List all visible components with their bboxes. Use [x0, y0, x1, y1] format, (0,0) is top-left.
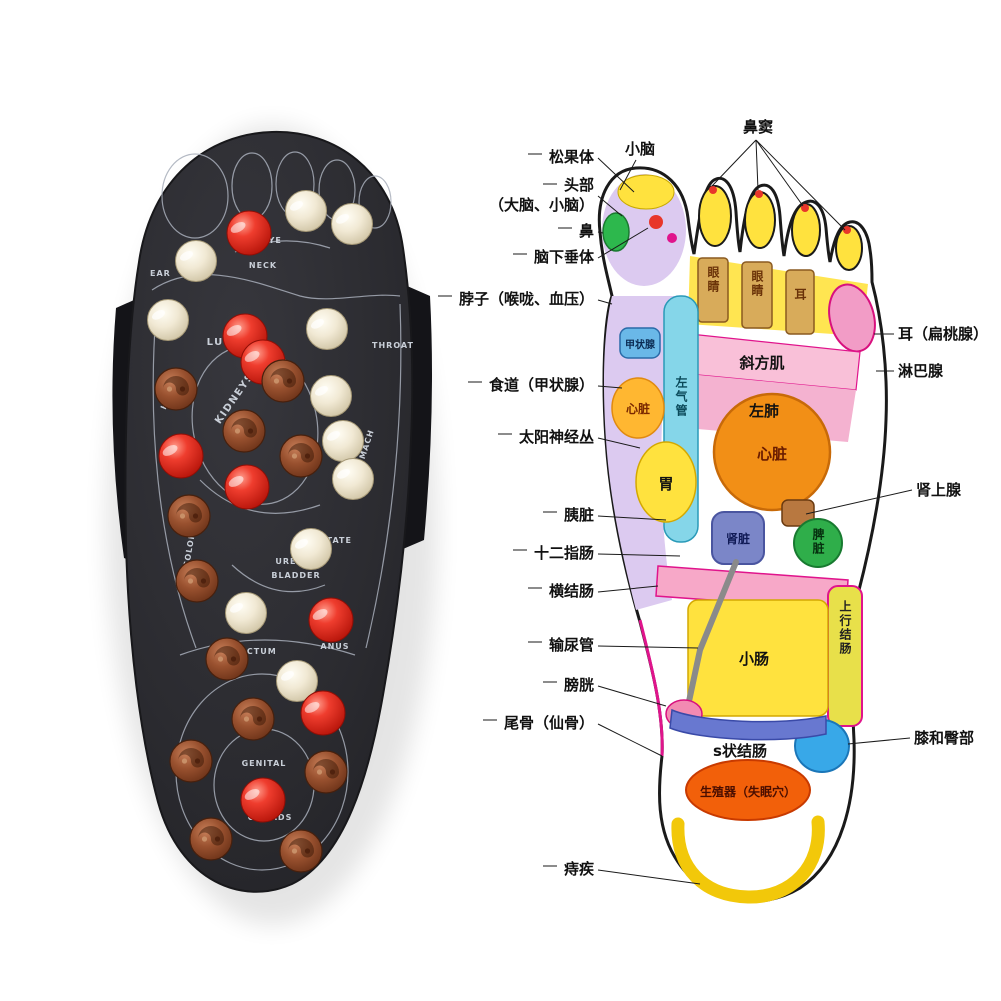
foot-chart: 眼睛 眼睛 耳 斜方肌 甲状腺 左气管 左肺 心脏 胃 心脏 肾脏 脾脏 小肠 … — [438, 118, 988, 904]
zone-label-heart-left: 心脏 — [626, 401, 650, 416]
label-genital: GENITAL — [242, 759, 287, 768]
foot-zone-labels: 眼睛 眼睛 耳 斜方肌 甲状腺 左气管 左肺 心脏 胃 心脏 肾脏 脾脏 小肠 … — [625, 266, 852, 799]
zone-ear-tonsil — [828, 283, 876, 353]
zone-eye-box-2 — [741, 261, 773, 329]
zone-adrenal — [781, 499, 815, 527]
zone-medial-column — [604, 296, 678, 610]
zone-spine-accent — [638, 619, 664, 757]
left-label-pineal: 松果体 — [549, 148, 595, 166]
left-label-neck: 脖子（喉咙、血压） — [459, 290, 594, 308]
left-label-duodenum: 十二指肠 — [534, 544, 594, 562]
zone-ear-box — [785, 269, 815, 335]
left-label-pituitary: 脑下垂体 — [534, 248, 595, 266]
left-label-hemorrhoids: 痔疾 — [564, 860, 595, 878]
label-anus: ANUS — [320, 642, 349, 651]
right-label-knee-hip: 膝和臀部 — [914, 729, 974, 747]
zone-spleen — [793, 518, 843, 568]
zone-label-stomach: 胃 — [658, 475, 673, 493]
left-label-ureter: 输尿管 — [549, 636, 594, 654]
zone-label-ascending-colon: 上行结肠 — [838, 599, 852, 656]
zone-bigtoe-pad — [617, 174, 675, 210]
zone-label-trachea: 左气管 — [674, 375, 688, 418]
label-rectum: RECTUM — [233, 647, 276, 656]
zone-label-eye1: 眼睛 — [706, 266, 720, 294]
zone-label-thyroid: 甲状腺 — [625, 338, 656, 351]
zone-label-heart-right: 心脏 — [757, 445, 787, 463]
top-label-cerebellum: 小脑 — [625, 140, 655, 158]
zone-bigtoe-dot — [667, 233, 677, 243]
left-label-bladder: 膀胱 — [564, 676, 594, 694]
label-neck: NECK — [249, 261, 277, 270]
zone-label-small-intestine: 小肠 — [739, 650, 769, 668]
left-label-transverse-colon: 横结肠 — [549, 582, 594, 600]
left-label-pancreas: 胰脏 — [564, 506, 594, 524]
zone-eye-box-1 — [697, 257, 729, 323]
left-label-solar-plexus: 太阳神经丛 — [519, 428, 594, 446]
zone-heart-right — [712, 392, 832, 512]
label-ear: EAR — [150, 269, 171, 278]
zone-heart-left — [611, 377, 665, 439]
zone-label-ear: 耳 — [793, 288, 807, 302]
zone-thyroid-box — [619, 327, 661, 359]
zone-label-sigmoid: s状结肠 — [713, 742, 767, 760]
zone-label-kidney: 肾脏 — [726, 531, 750, 546]
leader-lines — [438, 139, 913, 885]
zone-pituitary — [649, 215, 663, 229]
left-label-tailbone: 尾骨（仙骨） — [504, 714, 594, 732]
label-throat: THROAT — [372, 341, 414, 350]
zone-label-spleen: 脾脏 — [811, 527, 825, 556]
zone-label-eye2: 眼睛 — [750, 270, 764, 298]
zone-sigmoid-band — [669, 708, 827, 741]
left-label-head-2: （大脑、小脑） — [489, 196, 594, 214]
foot-zones — [602, 174, 876, 904]
zone-heel-band — [671, 815, 825, 904]
zone-label-genital: 生殖器（失眠穴） — [700, 784, 796, 799]
zone-small-intestine — [687, 599, 829, 717]
zone-genital — [685, 759, 811, 821]
right-label-ear-tonsil: 耳（扁桃腺） — [898, 325, 988, 343]
label-eye: EYE — [262, 236, 282, 245]
chart-external-labels: 小脑 鼻窦 松果体 头部 （大脑、小脑） 鼻 脑下垂体 脖子（喉咙、血压） 食道… — [459, 118, 988, 878]
right-label-lymph: 淋巴腺 — [898, 362, 944, 380]
slipper-photo: EYE EAR NECK LUNG THROAT HEART KIDNEYS S… — [107, 125, 437, 925]
zone-label-left-lung: 左肺 — [748, 402, 779, 420]
right-label-adrenal: 肾上腺 — [916, 481, 962, 499]
left-label-nose: 鼻 — [579, 222, 594, 240]
left-label-head-1: 头部 — [564, 176, 594, 194]
zone-ball-band — [688, 256, 868, 336]
zone-toe-pads — [698, 185, 863, 271]
zone-label-trapezius: 斜方肌 — [738, 354, 784, 372]
zone-ureter-line — [685, 559, 739, 709]
zone-stomach — [635, 441, 697, 523]
left-label-esophagus: 食道（甲状腺） — [489, 376, 594, 394]
top-label-sinus: 鼻窦 — [743, 118, 773, 136]
label-bladder: BLADDER — [271, 571, 320, 580]
zone-nose — [602, 212, 630, 252]
